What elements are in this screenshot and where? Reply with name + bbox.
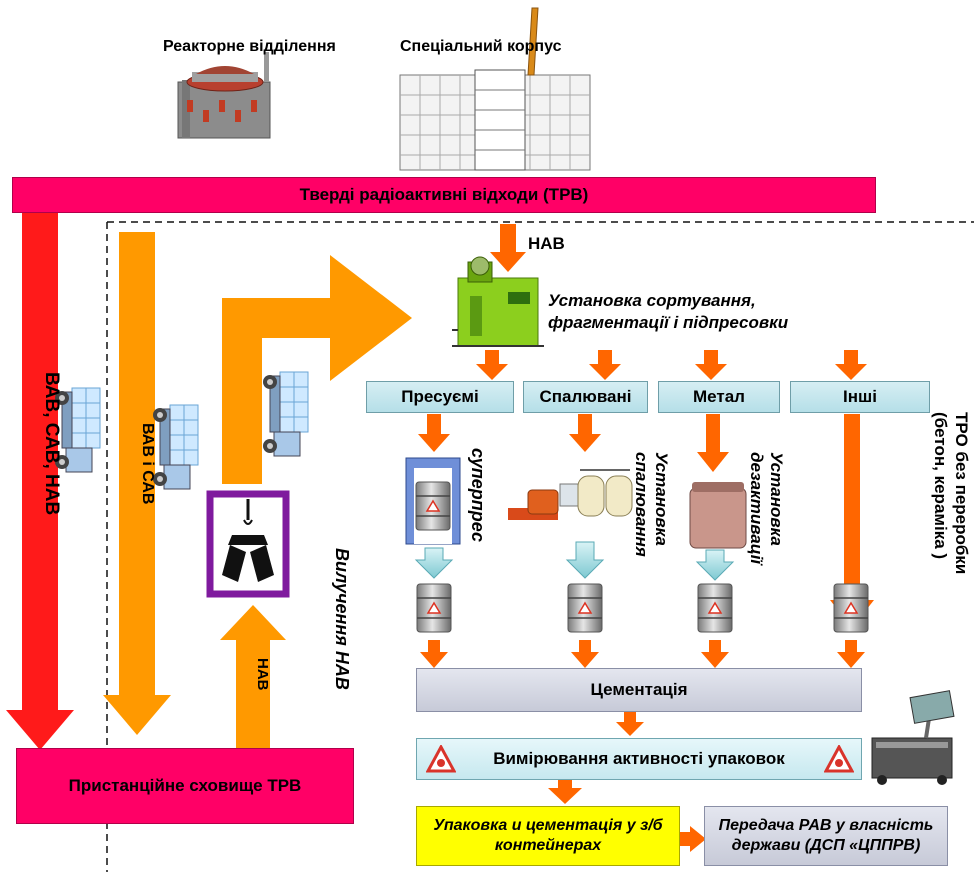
- drum-icon: [416, 583, 452, 633]
- storage-box: Пристанційне сховище ТРВ: [16, 748, 354, 824]
- reactor-building-icon: [177, 52, 271, 139]
- to-transfer-arrow: [680, 826, 706, 852]
- category-arrows: [476, 350, 867, 380]
- nav-top-label: НАВ: [528, 234, 565, 253]
- crane-grab-icon: [206, 490, 290, 598]
- trv-bar-label: Тверді радіоактивні відходи (ТРВ): [299, 185, 589, 204]
- category-combustible-label: Спалювані: [539, 387, 632, 406]
- scales-icon: [871, 690, 955, 785]
- superpress-label: суперпрес: [468, 448, 488, 543]
- incineration-label: Установка спалювання: [632, 452, 671, 557]
- to-measurement-arrow: [616, 712, 644, 736]
- nav-top-arrow: [490, 224, 526, 272]
- radiation-warning-icon: [426, 745, 456, 773]
- drum-icon: [697, 583, 733, 633]
- transfer-label: Передача РАВ у власність держави (ДСП «Ц…: [718, 817, 934, 854]
- measurement-box: Вимірювання активності упаковок: [416, 738, 862, 780]
- incinerator-icon: [508, 469, 633, 520]
- vav-sav-label: ВАВ і САВ: [139, 423, 156, 505]
- category-other: Інші: [790, 381, 930, 413]
- truck-icon: [152, 404, 199, 490]
- truck-icon: [262, 371, 309, 457]
- category-combustible: Спалювані: [523, 381, 648, 413]
- category-pressable: Пресуємі: [366, 381, 514, 413]
- decontamination-icon: [689, 482, 747, 549]
- packaging-label: Упаковка и цементація у з/б контейнерах: [433, 817, 663, 854]
- all-waste-label: ВАВ, САВ, НАВ: [41, 372, 62, 516]
- nav-up-label: НАВ: [254, 658, 271, 691]
- special-building-icon: [399, 7, 591, 171]
- nav-up-arrow: [220, 605, 286, 750]
- category-pressable-label: Пресуємі: [401, 387, 479, 406]
- cementation-box: Цементація: [416, 668, 862, 712]
- packaging-box: Упаковка и цементація у з/б контейнерах: [416, 806, 680, 866]
- sorting-unit-icon: [452, 256, 544, 347]
- drum-feed-arrows: [414, 541, 735, 581]
- superpress-icon: [405, 457, 461, 545]
- red-flow-arrow: [6, 208, 74, 750]
- drum-icon: [833, 583, 869, 633]
- drum-icon: [567, 583, 603, 633]
- decontamination-label: Установка дезактивації: [747, 452, 786, 565]
- trv-bar: Тверді радіоактивні відходи (ТРВ): [12, 177, 876, 213]
- special-building-label: Спеціальний корпус: [400, 38, 562, 55]
- transfer-box: Передача РАВ у власність держави (ДСП «Ц…: [704, 806, 948, 866]
- to-packaging-arrow: [548, 780, 582, 804]
- sorting-unit-label: Установка сортування, фрагментації і під…: [548, 291, 789, 332]
- measurement-label: Вимірювання активності упаковок: [493, 749, 785, 768]
- cementation-label: Цементація: [590, 680, 688, 699]
- no-processing-label: ТРО без переробки (бетон, кераміка ): [931, 412, 971, 575]
- category-metal-label: Метал: [693, 387, 745, 406]
- nav-extraction-label: Вилучення НАВ: [332, 548, 352, 690]
- radiation-warning-icon: [824, 745, 854, 773]
- category-other-label: Інші: [843, 387, 877, 406]
- orange-flow-arrow: [103, 232, 171, 735]
- bent-orange-arrow: [222, 255, 412, 484]
- to-cementation-arrows: [420, 640, 865, 668]
- storage-label: Пристанційне сховище ТРВ: [68, 776, 302, 795]
- category-metal: Метал: [658, 381, 780, 413]
- reactor-label: Реакторне відділення: [163, 38, 336, 55]
